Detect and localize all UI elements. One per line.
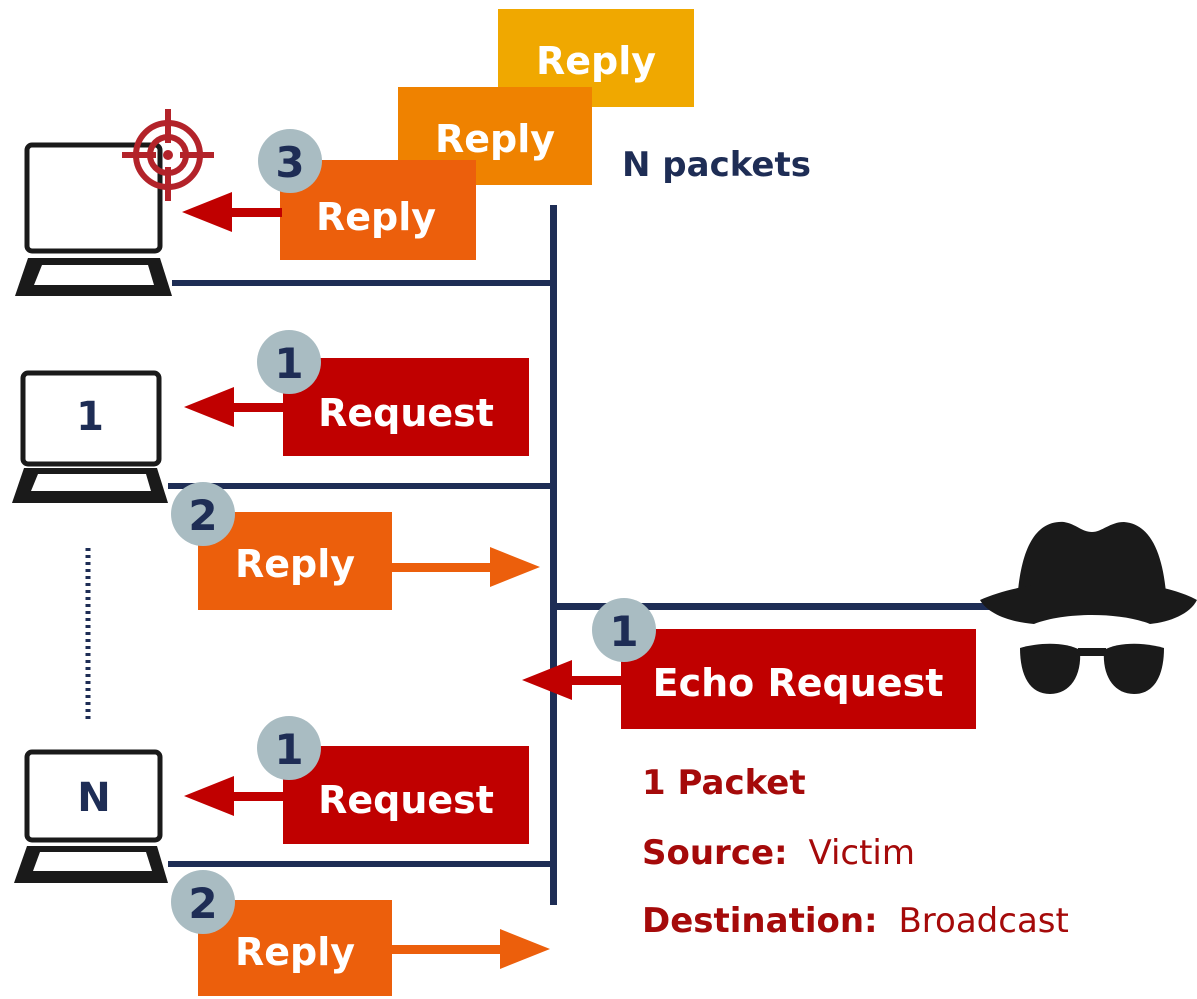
destination-line: Destination: Broadcast	[642, 901, 1069, 941]
host-1-request-label: Request	[318, 391, 494, 435]
host-1-request-arrow	[184, 387, 286, 427]
victim-laptop-icon	[15, 142, 172, 296]
host-1-link-line	[168, 483, 557, 489]
host-1-step-badge-1: 1	[257, 330, 321, 394]
echo-request-label: Echo Request	[653, 661, 944, 705]
host-n-request-label: Request	[318, 778, 494, 822]
reply-box-middle-label: Reply	[435, 117, 555, 161]
host-n-reply-arrow	[390, 929, 550, 969]
victim-arrow-left	[182, 192, 282, 232]
host-1-step-badge-2: 2	[171, 482, 235, 546]
backbone-line	[550, 205, 557, 905]
host-1-laptop-icon	[12, 370, 168, 503]
host-1-screen-label: 1	[76, 394, 104, 440]
host-n-step-badge-1: 1	[257, 716, 321, 780]
host-n-step-badge-2: 2	[171, 870, 235, 934]
host-n-reply-label: Reply	[235, 930, 355, 974]
step-badge-3: 3	[258, 129, 322, 193]
source-value: Victim	[808, 833, 915, 873]
crosshair-target-icon	[122, 109, 214, 201]
reply-box-back-label: Reply	[536, 39, 656, 83]
source-key: Source:	[642, 833, 788, 873]
host-n-request-arrow	[184, 776, 286, 816]
reply-box-front-label: Reply	[316, 195, 436, 239]
source-line: Source: Victim	[642, 833, 915, 873]
host-n-request-box	[283, 746, 529, 844]
spy-hat-sunglasses-icon	[980, 521, 1197, 694]
svg-text:1: 1	[274, 339, 303, 388]
host-1-request-box	[283, 358, 529, 456]
svg-text:2: 2	[188, 879, 217, 928]
host-1-reply-arrow	[390, 547, 540, 587]
victim-link-line	[172, 280, 557, 286]
n-packets-label: N packets	[622, 145, 811, 185]
echo-request-arrow	[522, 660, 624, 700]
network-bus	[168, 205, 990, 905]
victim-reply-stack: Reply Reply Reply	[280, 9, 694, 260]
host-n-link-line	[168, 861, 557, 867]
echo-request-box	[621, 629, 976, 729]
svg-text:3: 3	[275, 138, 304, 187]
attacker-link-line	[550, 603, 990, 610]
attacker-step-badge-1: 1	[592, 598, 656, 662]
destination-value: Broadcast	[898, 901, 1068, 941]
svg-text:1: 1	[274, 725, 303, 774]
svg-text:1: 1	[609, 607, 638, 656]
destination-key: Destination:	[642, 901, 878, 941]
host-1-reply-label: Reply	[235, 542, 355, 586]
host-n-laptop-icon	[14, 749, 168, 883]
packet-count-label: 1 Packet	[642, 763, 806, 803]
svg-text:2: 2	[188, 491, 217, 540]
host-n-screen-label: N	[77, 775, 110, 821]
